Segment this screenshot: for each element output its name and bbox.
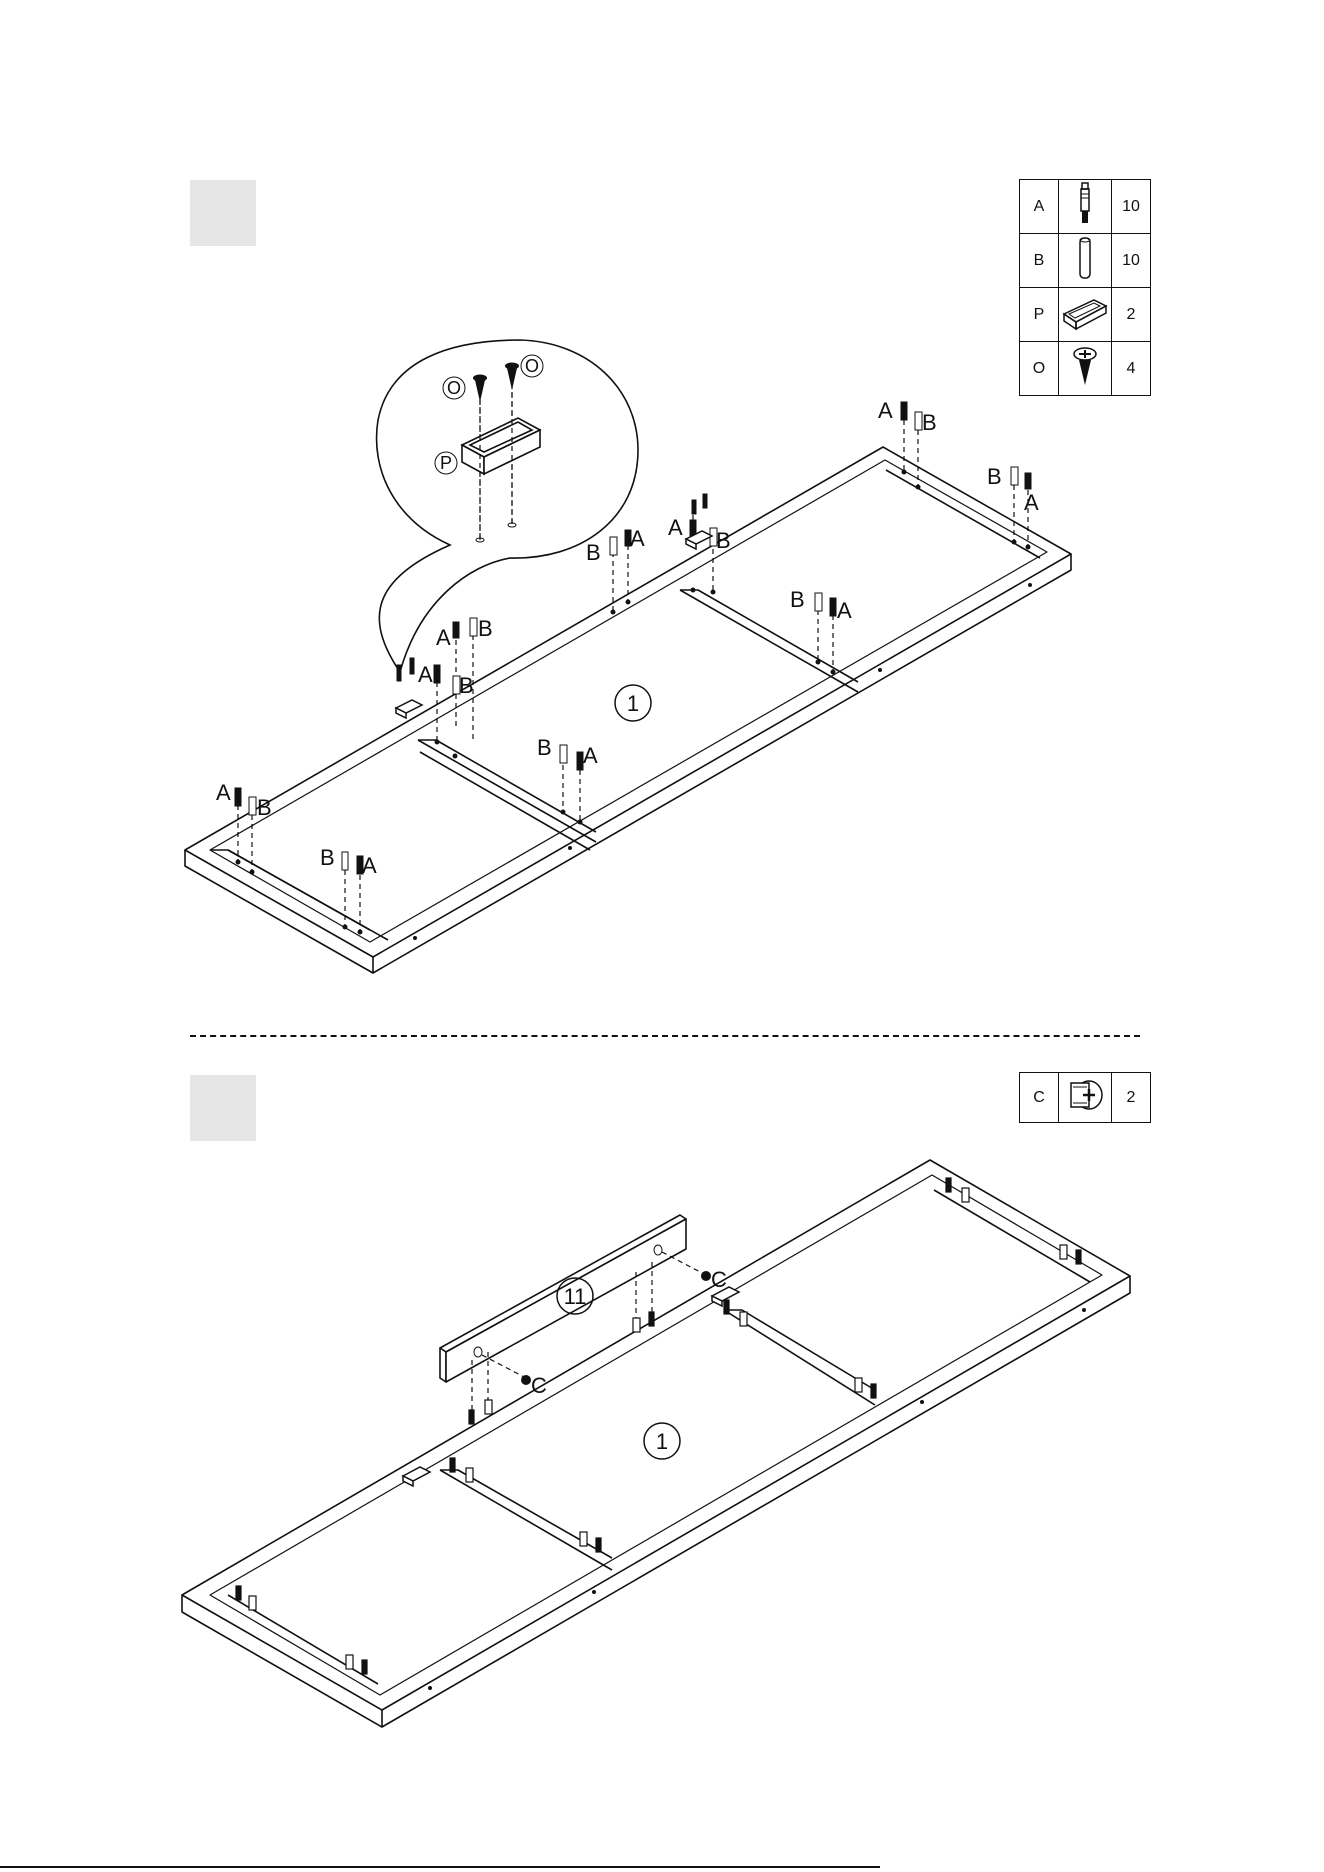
panel-number: 1 bbox=[656, 1429, 668, 1454]
rail-panel-number: 11 bbox=[564, 1284, 587, 1309]
label-c: C bbox=[711, 1267, 727, 1292]
label-c: C bbox=[531, 1373, 547, 1398]
frame-front-face bbox=[182, 1276, 1130, 1727]
